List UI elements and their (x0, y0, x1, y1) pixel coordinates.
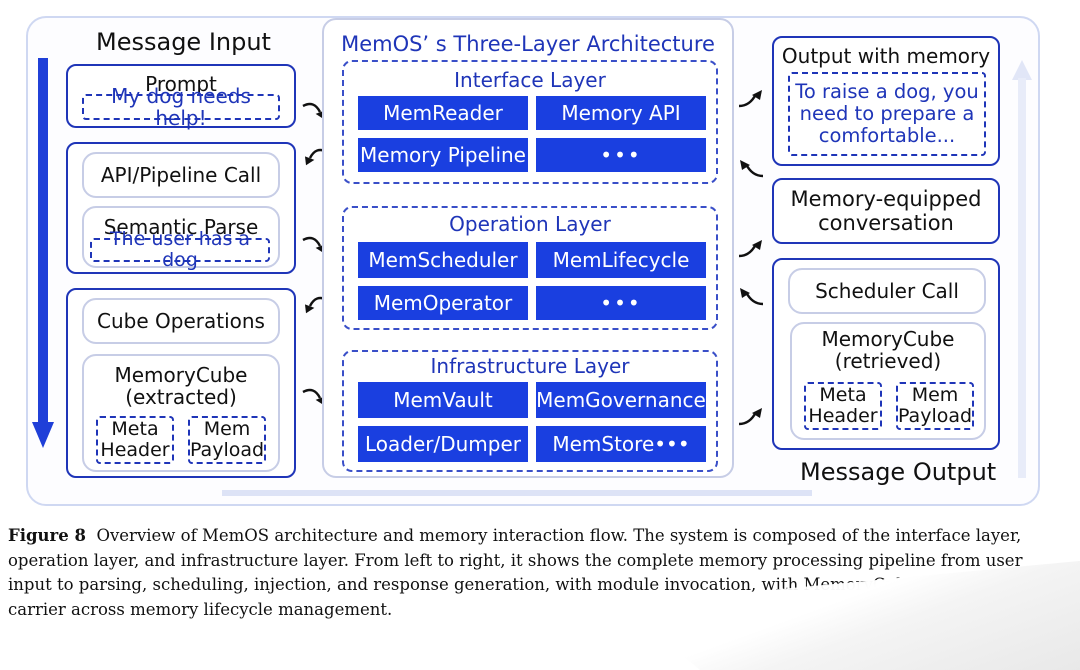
memory-conversation-box: Memory-equipped conversation (772, 178, 1000, 244)
module-more: ••• (536, 138, 706, 172)
prompt-text: My dog needs help! (82, 84, 280, 129)
module-memscheduler: MemScheduler (358, 242, 528, 278)
architecture-title: MemOS’ s Three-Layer Architecture (341, 32, 715, 56)
module-memstore: MemStore••• (536, 426, 706, 462)
message-input-title: Message Input (96, 28, 271, 56)
arrow-left-icon (740, 160, 764, 178)
layer-title: Infrastructure Layer (430, 354, 630, 378)
output-box: Output with memory To raise a dog, you n… (772, 36, 1000, 166)
mem-payload-right: Mem Payload (896, 382, 974, 430)
semantic-parse-box: Semantic Parse The user has a dog (82, 206, 280, 271)
module-memgovernance: MemGovernance (536, 382, 706, 418)
module-memvault: MemVault (358, 382, 528, 418)
memorycube-retrieved-title: MemoryCube (retrieved) (821, 327, 955, 374)
flow-up-arrow (1012, 60, 1032, 478)
meta-header-left: Meta Header (96, 416, 174, 464)
infrastructure-layer: Infrastructure Layer MemVault MemGoverna… (342, 350, 718, 472)
api-pipeline-call: API/Pipeline Call (82, 152, 280, 198)
module-memory-pipeline: Memory Pipeline (358, 138, 528, 172)
architecture-panel: MemOS’ s Three-Layer Architecture Interf… (322, 18, 734, 478)
parse-group: API/Pipeline Call Semantic Parse The use… (66, 142, 296, 274)
parse-text: The user has a dog (90, 228, 270, 271)
mem-payload-left: Mem Payload (188, 416, 266, 464)
module-memlifecycle: MemLifecycle (536, 242, 706, 278)
module-loader-dumper: Loader/Dumper (358, 426, 528, 462)
module-memreader: MemReader (358, 96, 528, 130)
module-more: ••• (536, 286, 706, 320)
cube-group-right: Scheduler Call MemoryCube (retrieved) Me… (772, 258, 1000, 450)
prompt-label: Prompt (145, 72, 217, 96)
cube-operations: Cube Operations (82, 298, 280, 344)
output-text: To raise a dog, you need to prepare a co… (788, 72, 986, 156)
interface-layer: Interface Layer MemReader Memory API Mem… (342, 60, 718, 184)
output-title: Output with memory (781, 44, 991, 68)
memorycube-extracted: MemoryCube (extracted) Meta Header Mem P… (82, 354, 280, 472)
caption-label: Figure 8 (8, 526, 86, 545)
memorycube-retrieved: MemoryCube (retrieved) Meta Header Mem P… (790, 322, 986, 440)
layer-title: Operation Layer (449, 212, 611, 236)
arrow-right-icon (738, 240, 762, 258)
meta-header-right: Meta Header (804, 382, 882, 430)
arrow-right-icon (738, 90, 762, 108)
operation-layer: Operation Layer MemScheduler MemLifecycl… (342, 206, 718, 330)
memory-conversation-label: Memory-equipped conversation (790, 186, 982, 235)
semantic-parse-label: Semantic Parse (103, 215, 259, 239)
scheduler-call: Scheduler Call (788, 268, 986, 314)
flow-down-arrow (32, 58, 54, 448)
arrow-left-icon (740, 288, 764, 306)
layer-title: Interface Layer (454, 68, 606, 92)
message-output-title: Message Output (800, 458, 997, 486)
module-memoperator: MemOperator (358, 286, 528, 320)
cube-group-left: Cube Operations MemoryCube (extracted) M… (66, 288, 296, 478)
arrow-right-icon (738, 408, 762, 426)
module-memory-api: Memory API (536, 96, 706, 130)
memorycube-extracted-title: MemoryCube (extracted) (114, 363, 248, 410)
flow-right-arrow (222, 490, 812, 496)
prompt-box: Prompt My dog needs help! (66, 64, 296, 129)
